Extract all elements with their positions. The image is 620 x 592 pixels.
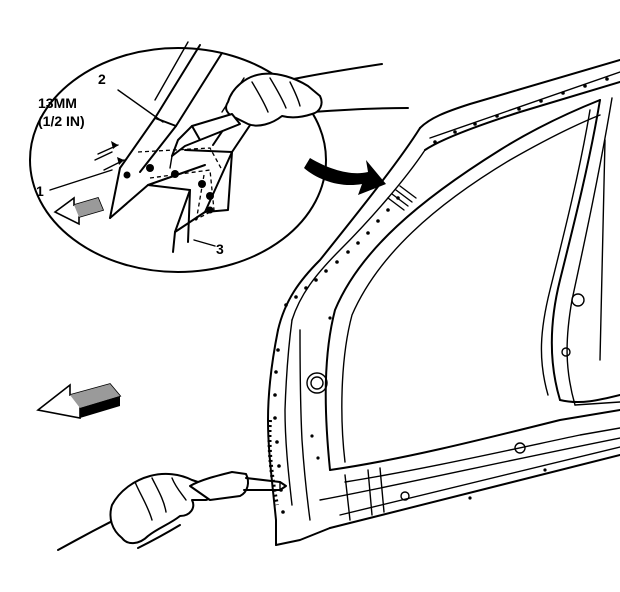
detail-circle — [29, 47, 327, 273]
callout-1: 1 — [36, 183, 44, 199]
callout-3: 3 — [216, 241, 224, 257]
dimension-imperial: (1/2 IN) — [38, 113, 85, 129]
forward-arrow-detail — [53, 196, 105, 226]
forward-arrow-main — [36, 383, 122, 419]
body-side-panel — [267, 59, 620, 546]
curved-arrow — [304, 158, 386, 195]
dimension-metric: 13MM — [38, 95, 77, 111]
detail-view — [29, 41, 409, 273]
weld-holes — [273, 77, 609, 514]
lower-hand-tool — [57, 471, 287, 551]
callout-2: 2 — [98, 71, 106, 87]
cut-line-hatch — [387, 185, 417, 211]
